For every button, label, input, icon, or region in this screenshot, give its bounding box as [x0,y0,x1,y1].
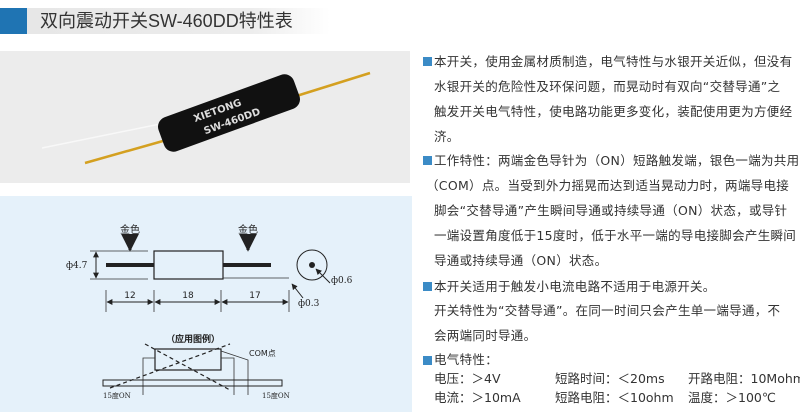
page-title: 双向震动开关SW-460DD特性表 [40,11,293,31]
paragraph-2-line: （COM）点。当受到外力摇晃而达到适当晃动力时，两端导电接 [426,178,790,193]
gold-label-left: 金色 [120,223,140,236]
paragraph-1-line: 触发开关电气特性，使电路功能更多变化，装配使用更为方便经 [434,104,793,119]
switch-body: XIETONG SW-460DD [158,74,300,152]
title-accent-square [0,8,27,34]
application-title: （应用图例） [166,333,220,345]
paragraph-2-line: 工作特性：两端金色导针为（ON）短路触发端，银色一端为共用 [434,153,800,168]
paragraph-1-line: 本开关，使用金属材质制造，电气特性与水银开关近似，但没有 [434,54,793,69]
spec-short-time: 短路时间：＜20ms [555,371,665,386]
spec-voltage: 电压：＞4V [434,371,501,386]
angle-left-label: 15度ON [103,391,131,400]
paragraph-1-line: 水银开关的危险性及环保问题，而晃动时有双向“交替导通”之 [434,79,781,94]
dimension-diagram: 金色 金色 ф4.7 ф0.3 ф0.6 12 18 17 （应用图例） [0,196,412,412]
paragraph-1-line: 济。 [434,129,460,144]
spec-short-resistance: 短路电阻：＜10ohm [555,390,674,405]
paragraph-2-line: 一端设置角度低于15度时，低于水平一端的导电接脚会产生瞬间 [434,228,797,243]
bullet-icon [423,356,432,365]
dim-right-label: 17 [249,291,260,301]
paragraph-2-line: 脚会“交替导通”产生瞬间导通或持续导通（ON）状态，或导针 [434,203,788,218]
dim-left-label: 12 [124,291,135,301]
paragraph-3-line: 开关特性为“交替导通”。在同一时间只会产生单一端导通，不 [434,303,781,318]
title-bar [0,8,330,34]
dim-body-label: 18 [182,291,194,301]
pin-diameter-label: ф0.6 [331,276,353,286]
body-diameter-label: ф4.7 [66,261,88,271]
angle-right-label: 15度ON [262,391,290,400]
bullet-icon [423,57,432,66]
spec-open-resistance: 开路电阻：10Mohm [688,371,800,386]
lead-diameter-label: ф0.3 [298,299,320,309]
body-outline [153,250,224,280]
gold-label-right: 金色 [238,223,258,236]
silver-lead [41,122,166,149]
product-photo: XIETONG SW-460DD [0,51,410,183]
spec-temperature: 温度：＞100℃ [688,390,776,405]
bullet-icon [423,156,432,165]
electrical-heading: 电气特性： [434,352,499,367]
paragraph-2-line: 导通或持续导通（ON）状态。 [434,253,608,268]
bullet-icon [423,282,432,291]
gold-lead-right [289,71,371,100]
spec-current: 电流：＞10mA [434,390,521,405]
paragraph-3-line: 本开关适用于触发小电流电路不适用于电源开关。 [434,279,716,294]
gold-lead-left [84,137,171,165]
com-label: COM点 [249,349,276,358]
paragraph-3-line: 会两端同时导通。 [434,328,537,343]
